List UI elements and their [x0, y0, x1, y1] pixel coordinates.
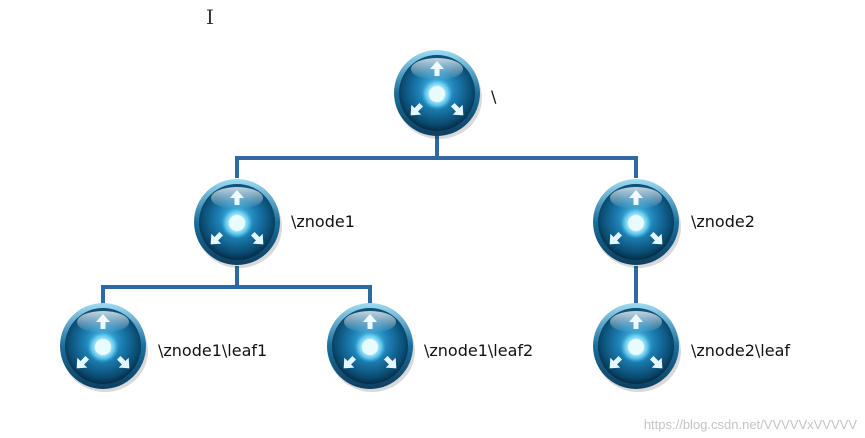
node-icon-root: [394, 50, 482, 139]
text-cursor-icon: I: [206, 5, 214, 29]
node-label-leaf2: \znode1\leaf2: [424, 341, 534, 360]
node-icon-znode1: [194, 179, 282, 268]
node-icon-leaf2: [327, 303, 415, 392]
node-label-znode2: \znode2: [691, 212, 755, 231]
node-label-leaf3: \znode2\leaf: [691, 341, 791, 360]
node-icon-leaf1: [60, 303, 148, 392]
watermark: https://blog.csdn.net/VVVVVxVVVVV: [643, 417, 857, 432]
nodes-layer: [60, 50, 681, 392]
node-label-root: \: [491, 87, 497, 106]
node-icon-znode2: [593, 179, 681, 268]
node-icon-leaf3: [593, 303, 681, 392]
node-label-leaf1: \znode1\leaf1: [158, 341, 268, 360]
connectors: [101, 135, 638, 305]
node-label-znode1: \znode1: [291, 212, 355, 231]
